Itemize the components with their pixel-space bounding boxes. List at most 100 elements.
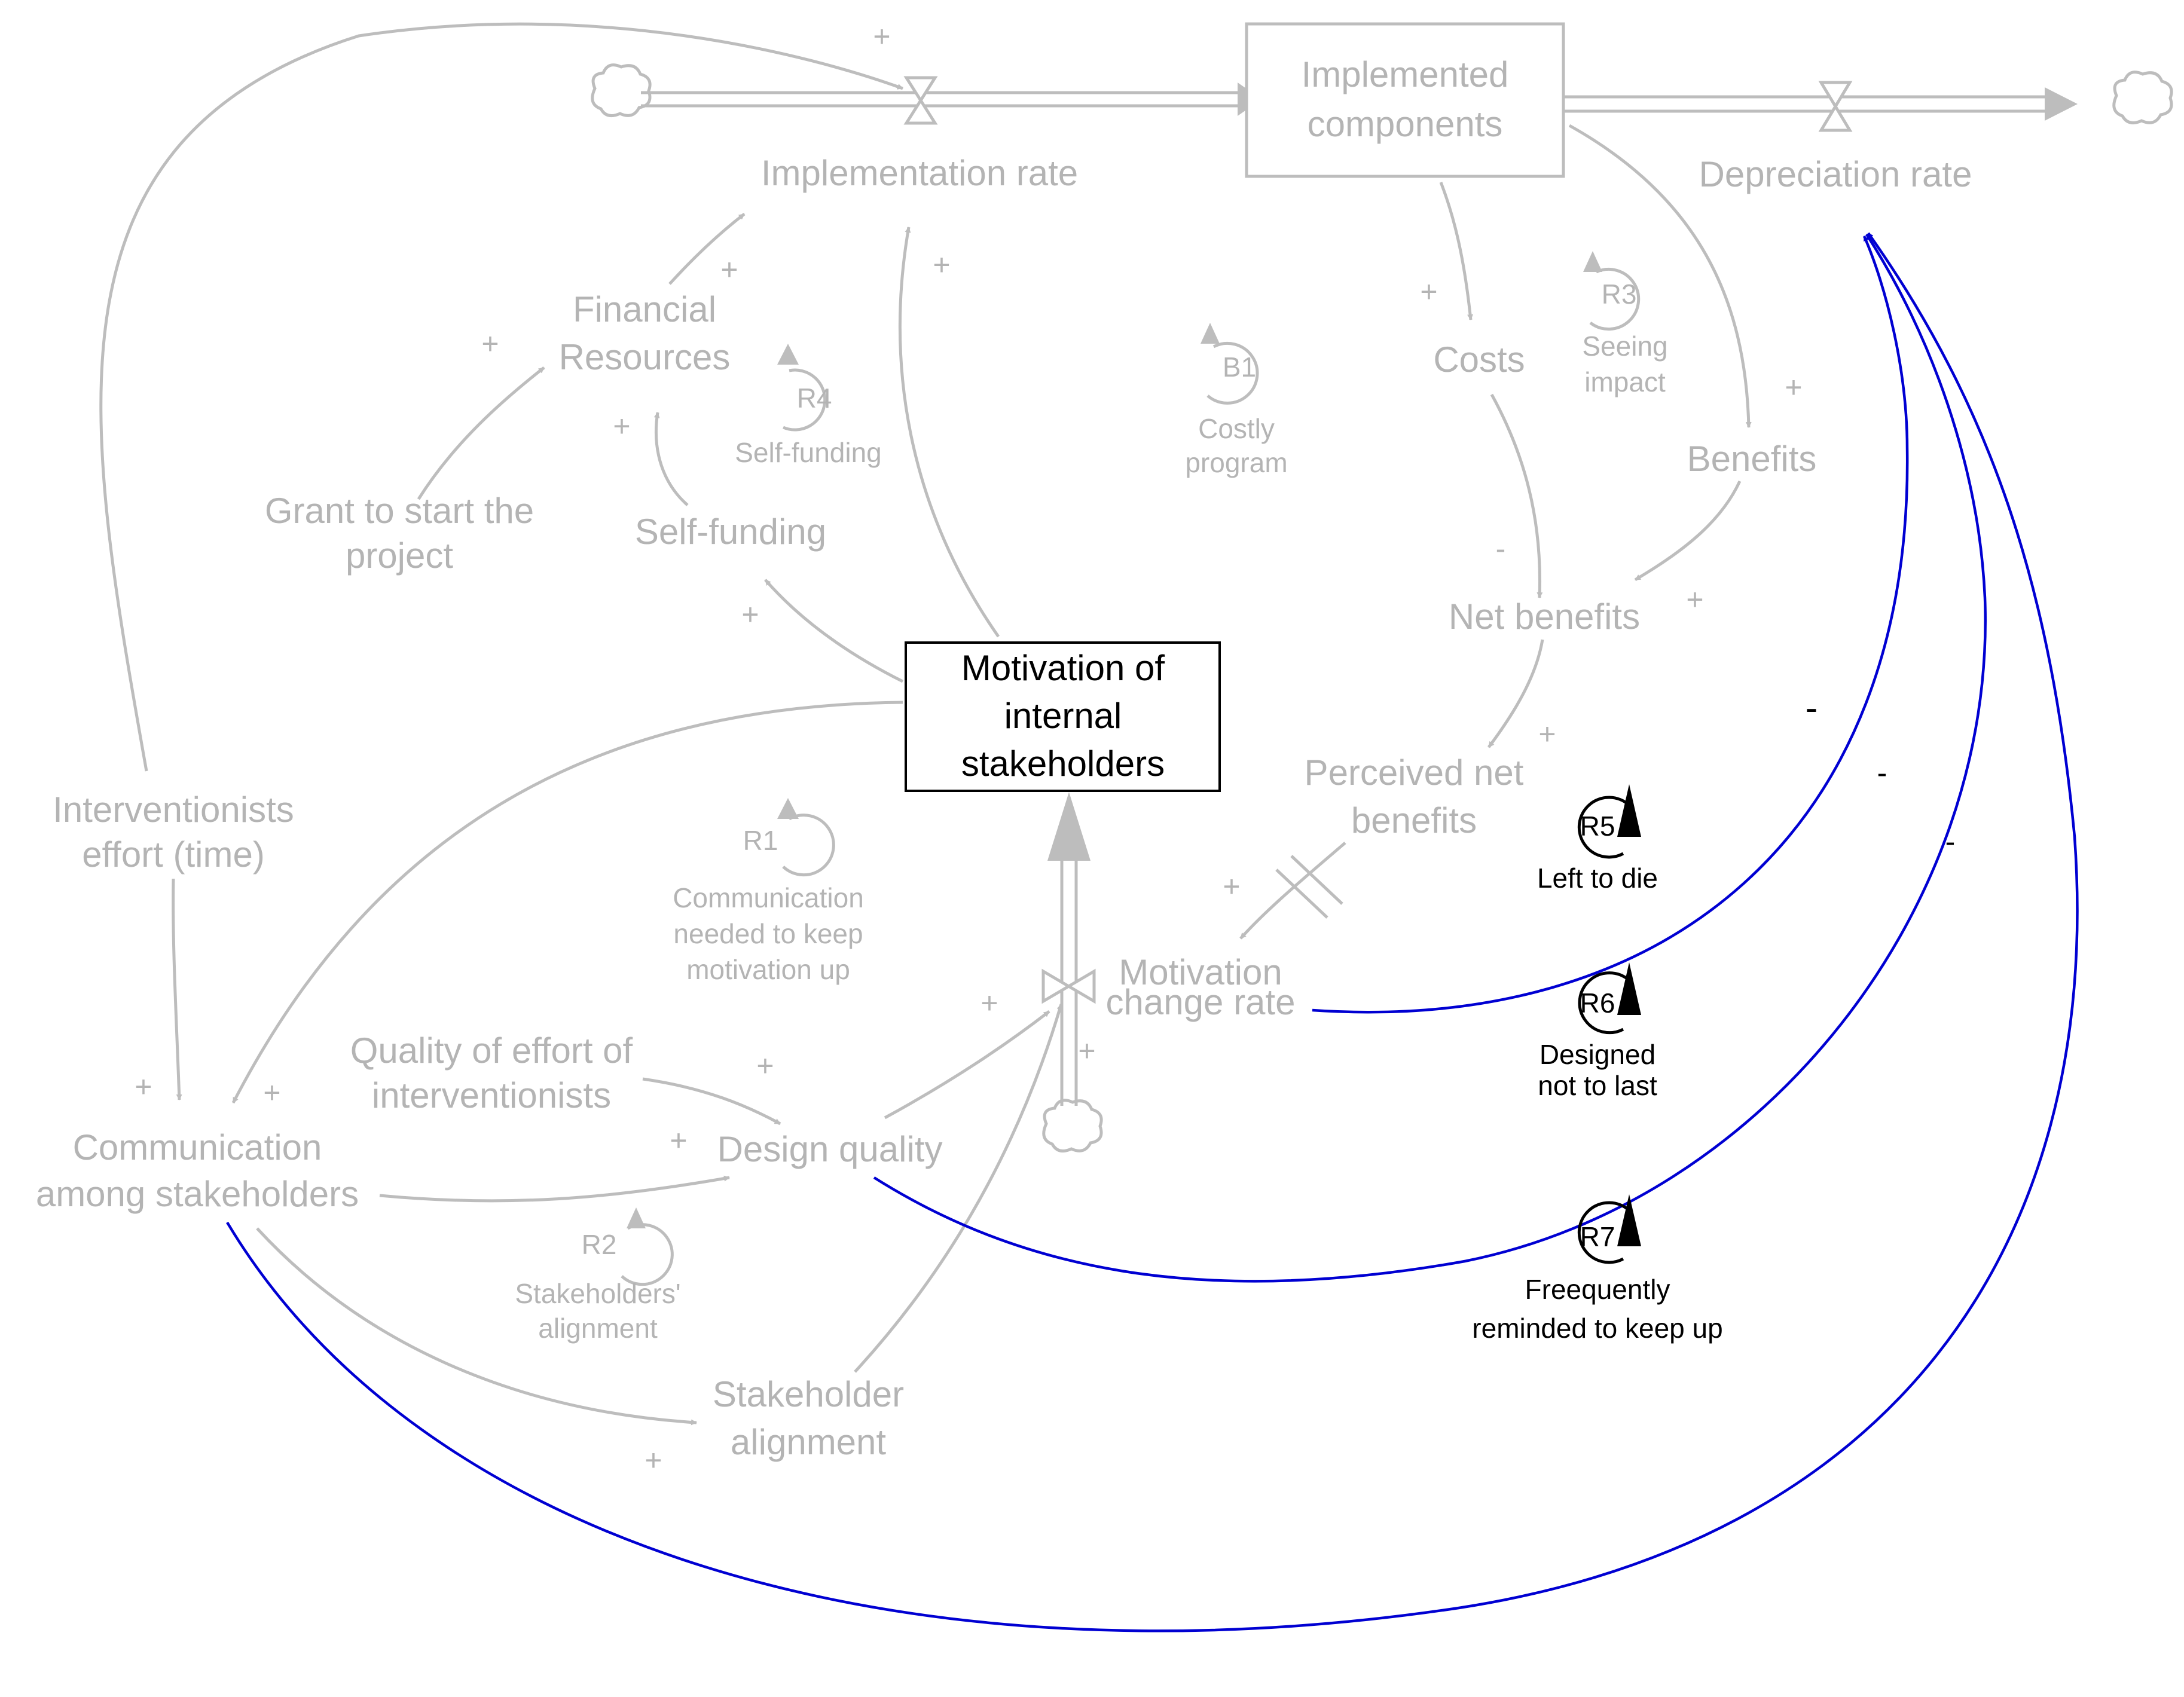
link-quality-to-design bbox=[642, 1077, 781, 1126]
link-motivation-to-implementation bbox=[898, 227, 1000, 638]
loop-r7: R7 Freequently reminded to keep up bbox=[1472, 1194, 1723, 1344]
link-benefits-to-netbenefits bbox=[1634, 480, 1742, 582]
svg-text:+: + bbox=[980, 986, 998, 1020]
quality-of-effort-label: Quality of effort of interventionists bbox=[350, 1031, 633, 1115]
loop-r1: R1 Communication needed to keep motivati… bbox=[673, 798, 864, 985]
svg-text:R3: R3 bbox=[1602, 279, 1637, 310]
svg-text:change rate: change rate bbox=[1106, 982, 1296, 1022]
financial-resources-label: Financial Resources bbox=[559, 289, 731, 377]
svg-text:Communication: Communication bbox=[73, 1127, 322, 1167]
link-netbenefits-to-perceived bbox=[1487, 639, 1544, 748]
depreciation-rate-label: Depreciation rate bbox=[1699, 154, 1972, 194]
loop-r1-icon bbox=[782, 814, 835, 877]
svg-text:Resources: Resources bbox=[559, 337, 731, 377]
costs-label: Costs bbox=[1433, 340, 1525, 380]
svg-text:-: - bbox=[1945, 825, 1956, 858]
depreciation-flow bbox=[1560, 71, 2173, 132]
svg-text:+: + bbox=[1686, 583, 1703, 616]
svg-text:alignment: alignment bbox=[731, 1422, 886, 1462]
svg-text:+: + bbox=[263, 1076, 280, 1109]
implementation-flow bbox=[591, 63, 1261, 125]
link-financial-to-implementation bbox=[668, 213, 746, 285]
svg-text:project: project bbox=[346, 536, 453, 576]
loop-r4: R4 Self-funding bbox=[735, 344, 882, 468]
svg-text:effort (time): effort (time) bbox=[82, 834, 265, 875]
svg-text:internal: internal bbox=[1004, 696, 1122, 736]
loop-r2: R2 Stakeholders' alignment bbox=[515, 1207, 681, 1344]
loop-r6: R6 Designed not to last bbox=[1538, 962, 1657, 1101]
svg-text:R5: R5 bbox=[1580, 811, 1615, 842]
svg-text:Seeing: Seeing bbox=[1582, 331, 1667, 362]
svg-text:Motivation: Motivation bbox=[1119, 952, 1282, 992]
motivation-valve-icon bbox=[1041, 968, 1096, 1004]
link-motivationchange-to-depreciation bbox=[1312, 236, 1909, 1014]
svg-text:Communication: Communication bbox=[673, 882, 864, 913]
motivation-stock[interactable] bbox=[905, 641, 1221, 792]
svg-text:Grant to start the: Grant to start the bbox=[265, 491, 534, 531]
svg-text:among stakeholders: among stakeholders bbox=[36, 1174, 359, 1214]
link-costs-to-netbenefits bbox=[1490, 393, 1543, 598]
net-benefits-label: Net benefits bbox=[1449, 597, 1640, 637]
self-funding-label: Self-funding bbox=[635, 512, 826, 552]
interventionists-effort-label: Interventionists effort (time) bbox=[53, 790, 294, 875]
svg-text:impact: impact bbox=[1584, 366, 1666, 398]
link-motivation-to-communication bbox=[231, 701, 903, 1104]
svg-text:B1: B1 bbox=[1223, 351, 1256, 383]
svg-text:-: - bbox=[1806, 687, 1818, 729]
svg-text:Quality of effort of: Quality of effort of bbox=[350, 1031, 633, 1071]
loop-r5-icon bbox=[1577, 796, 1630, 859]
polarity-signs: + + + + + + + + - + + + + + + + + + + bbox=[135, 20, 1802, 1477]
svg-text:R4: R4 bbox=[797, 383, 832, 414]
svg-text:+: + bbox=[1538, 717, 1556, 751]
svg-text:+: + bbox=[613, 409, 630, 443]
svg-text:+: + bbox=[720, 253, 738, 286]
svg-text:Interventionists: Interventionists bbox=[53, 790, 294, 830]
stock-implemented-components-label: Implemented components bbox=[1302, 54, 1509, 144]
loop-b1-icon bbox=[1206, 341, 1259, 405]
svg-text:+: + bbox=[670, 1124, 687, 1157]
link-interventionists-to-implementation bbox=[99, 22, 903, 772]
svg-text:+: + bbox=[741, 598, 759, 631]
svg-text:not to last: not to last bbox=[1538, 1070, 1657, 1101]
grey-links bbox=[99, 22, 1752, 1426]
svg-text:Self-funding: Self-funding bbox=[735, 437, 882, 468]
svg-text:R6: R6 bbox=[1580, 987, 1615, 1019]
svg-text:R1: R1 bbox=[743, 825, 778, 856]
link-interventionists-to-communication bbox=[172, 878, 182, 1100]
implemented-components-stock[interactable] bbox=[1245, 22, 1565, 178]
svg-text:alignment: alignment bbox=[538, 1313, 658, 1344]
loop-b1: B1 Costly program bbox=[1185, 323, 1288, 478]
svg-text:+: + bbox=[644, 1444, 662, 1477]
motivation-flow bbox=[1041, 792, 1103, 1153]
svg-text:+: + bbox=[135, 1070, 152, 1103]
svg-text:-: - bbox=[1496, 532, 1506, 565]
depreciation-valve-icon bbox=[1818, 81, 1853, 132]
link-communication-to-depreciation bbox=[226, 232, 2079, 1632]
svg-text:-: - bbox=[1877, 756, 1887, 790]
loop-r3-icon bbox=[1589, 268, 1641, 331]
svg-text:Designed: Designed bbox=[1540, 1039, 1655, 1070]
source-cloud-icon bbox=[591, 63, 652, 118]
svg-text:+: + bbox=[1223, 870, 1240, 903]
svg-text:Implemented: Implemented bbox=[1302, 54, 1509, 94]
loop-r2-icon bbox=[621, 1223, 674, 1286]
svg-text:program: program bbox=[1185, 447, 1287, 478]
loop-r5: R5 Left to die bbox=[1537, 784, 1658, 894]
svg-text:reminded to keep up: reminded to keep up bbox=[1472, 1313, 1722, 1344]
link-selffunding-to-financial bbox=[653, 412, 689, 506]
svg-text:components: components bbox=[1308, 104, 1503, 144]
svg-text:+: + bbox=[873, 20, 890, 53]
svg-text:+: + bbox=[1785, 371, 1802, 404]
benefits-label: Benefits bbox=[1687, 439, 1817, 479]
stakeholder-alignment-label: Stakeholder alignment bbox=[713, 1374, 904, 1462]
delay-mark bbox=[1275, 855, 1343, 919]
svg-text:R7: R7 bbox=[1580, 1221, 1615, 1252]
svg-text:benefits: benefits bbox=[1351, 800, 1477, 840]
link-alignment-to-motivationchange bbox=[854, 1004, 1063, 1373]
svg-text:R2: R2 bbox=[582, 1229, 617, 1260]
link-components-to-costs bbox=[1439, 182, 1474, 320]
link-communication-to-alignment bbox=[256, 1227, 697, 1426]
link-perceived-to-motivationchange bbox=[1239, 842, 1346, 940]
svg-text:interventionists: interventionists bbox=[372, 1075, 611, 1115]
